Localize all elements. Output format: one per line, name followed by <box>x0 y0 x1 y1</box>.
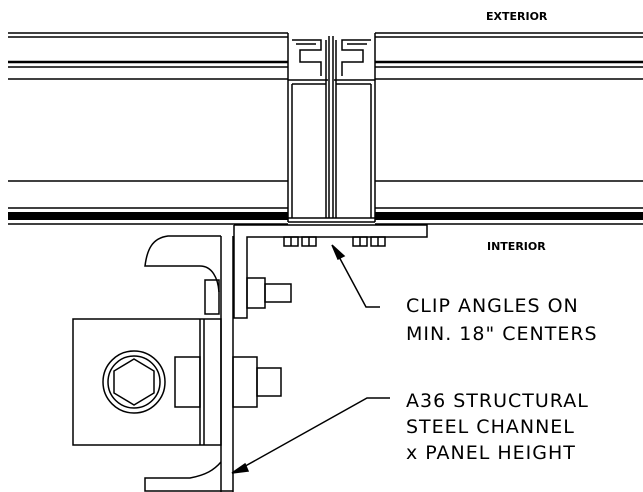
channel-callout-line1: A36 STRUCTURAL <box>406 390 589 412</box>
wall-panels <box>8 32 643 225</box>
support-plate <box>72 318 282 446</box>
panel-joint <box>287 33 376 223</box>
leaders <box>231 244 390 474</box>
channel-callout-line2: STEEL CHANNEL <box>406 416 575 438</box>
exterior-label: EXTERIOR <box>486 10 548 23</box>
channel-callout-line3: x PANEL HEIGHT <box>406 442 576 464</box>
clip-angle <box>204 224 428 319</box>
clip-angles-callout-line2: MIN. 18" CENTERS <box>406 323 598 345</box>
clip-angles-callout-line1: CLIP ANGLES ON <box>406 295 579 317</box>
interior-label: INTERIOR <box>487 240 546 253</box>
steel-channel <box>144 235 234 492</box>
